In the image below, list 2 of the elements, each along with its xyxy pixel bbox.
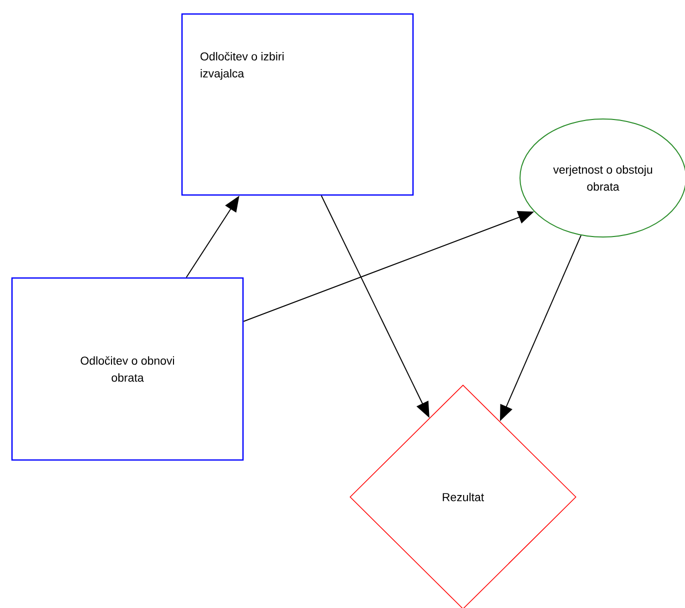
decision-box: Odločitev o obnovi obrata (11, 277, 244, 461)
decision-box: Odločitev o izbiri izvajalca (181, 13, 414, 196)
